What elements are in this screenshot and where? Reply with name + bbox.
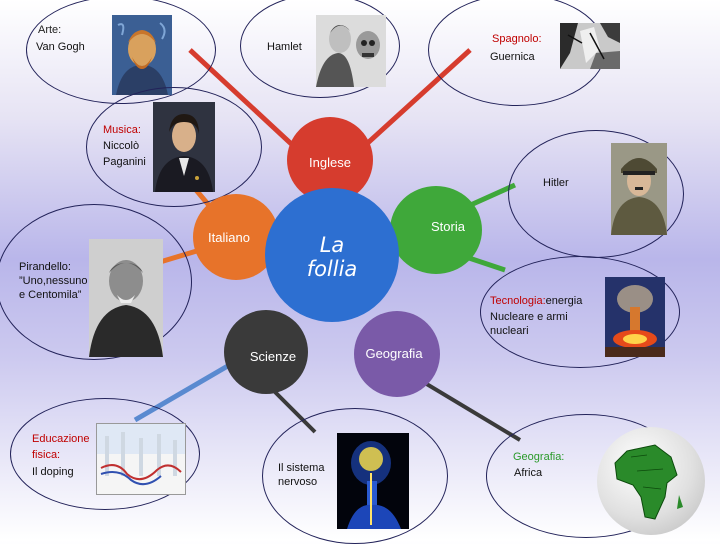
hamlet-text: Hamlet [267,41,302,53]
spagnolo-text: Guernica [490,51,535,63]
educazione-title2: fisica: [32,449,61,461]
subject-storia: Storia [390,186,482,274]
spagnolo-title: Spagnolo: [492,33,542,45]
tecnologia-title-rest: energia [545,295,583,307]
arte-text: Van Gogh [36,41,85,53]
sistema-line2: nervoso [278,476,318,488]
subject-geografia-label: Geografia [365,345,423,361]
hitler-portrait-icon [611,143,667,235]
subject-italiano: Italiano [193,194,279,280]
pirandello-line2: ”Uno,nessuno [19,275,88,287]
pirandello-line1: Pirandello: [19,261,71,273]
educazione-title1: Educazione [32,433,90,445]
node-sistema: Il sistema nervoso [262,408,448,544]
africa-title: Geografia: [513,451,565,463]
sistema-line1: Il sistema [278,462,325,474]
node-educazione: Educazione fisica: Il doping [10,398,200,510]
node-musica: Musica: Niccolò Paganini [86,87,262,207]
tecnologia-title-line: Tecnologia:energia [490,295,582,308]
node-hamlet: Hamlet [240,0,400,98]
nuclear-explosion-icon [605,277,665,357]
subject-storia-label: Storia [431,218,465,234]
africa-globe-icon [597,427,705,535]
nervous-system-xray-icon [337,433,409,529]
musica-line2: Paganini [103,156,146,168]
paganini-portrait-icon [153,102,215,192]
subject-geografia: Geografia [354,311,440,397]
tecnologia-line3: nucleari [490,325,529,337]
musica-title: Musica: [103,124,141,136]
node-pirandello: Pirandello: ”Uno,nessuno e Centomila” [0,204,192,360]
guernica-painting-icon [560,23,620,69]
node-hitler: Hitler [508,130,684,258]
subject-italiano-label: Italiano [208,229,250,245]
pirandello-line3: e Centomila” [19,289,82,301]
node-spagnolo: Spagnolo: Guernica [428,0,620,106]
node-tecnologia: Tecnologia:energia Nucleare e armi nucle… [480,256,680,368]
van-gogh-portrait-icon [112,15,172,95]
pirandello-portrait-icon [89,239,163,357]
node-africa: Geografia: Africa [486,414,705,538]
center-la-follia: La follia [265,188,399,322]
hitler-text: Hitler [543,177,569,189]
tecnologia-line2: Nucleare e armi [490,311,568,323]
musica-line1: Niccolò [103,140,140,152]
node-arte: Arte: Van Gogh [26,0,216,104]
subject-scienze: Scienze [224,310,308,394]
center-line2: follia [306,257,358,281]
subject-scienze-label: Scienze [249,348,297,364]
line-geografia-africa [418,378,522,442]
hamlet-skull-photo-icon [316,15,386,87]
subject-inglese-label: Inglese [309,154,351,170]
africa-text: Africa [514,467,543,479]
doping-syringes-icon [96,423,186,495]
center-line1: La [319,233,345,257]
educazione-text: Il doping [32,466,74,478]
tecnologia-title: Tecnologia: [490,295,546,307]
arte-title: Arte: [38,24,62,36]
